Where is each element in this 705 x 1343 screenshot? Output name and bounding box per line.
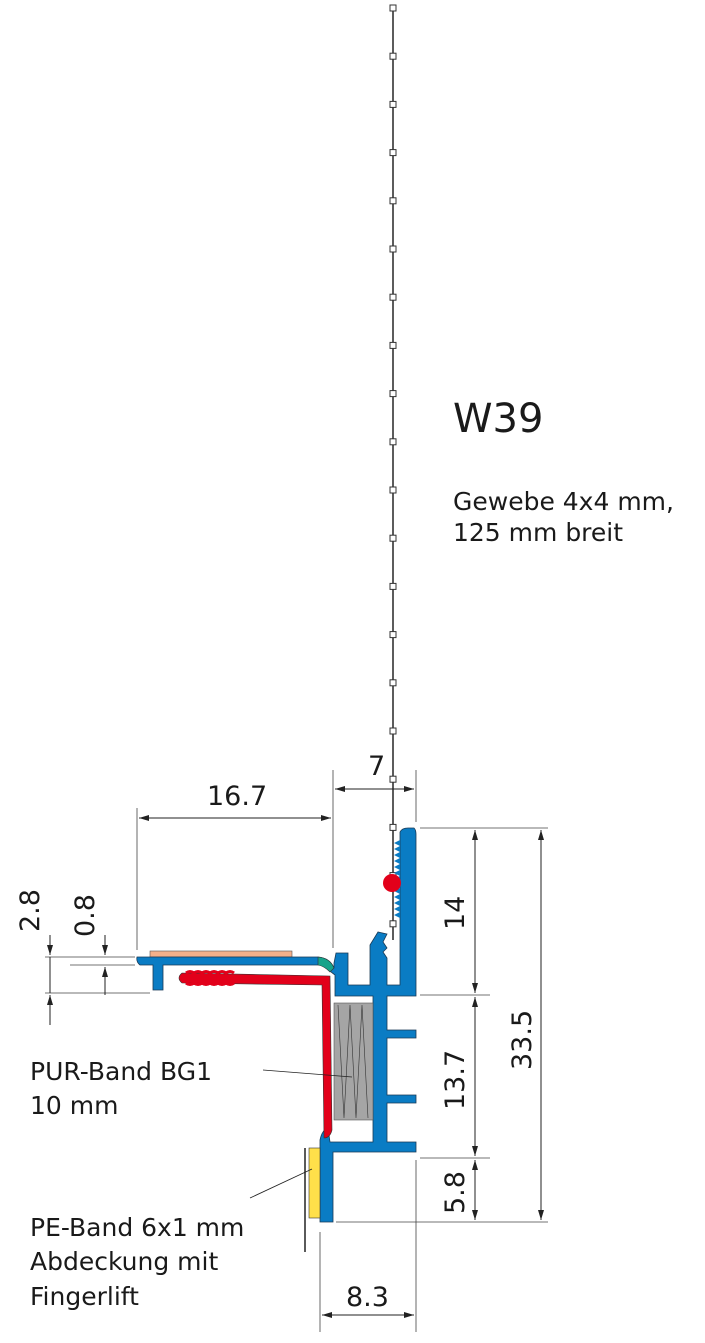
mesh-knot [389, 52, 397, 60]
dim-2-8: 2.8 [15, 889, 46, 932]
dimension-lines [47, 786, 544, 1318]
mesh-knot [389, 920, 397, 928]
mesh-knot [389, 197, 397, 205]
mesh-knot [389, 534, 397, 542]
mesh-knot [389, 341, 397, 349]
pur-band-foam [333, 1002, 374, 1121]
dim-0-8: 0.8 [70, 894, 101, 937]
dim-16-7: 16.7 [207, 781, 267, 812]
pe-leader [249, 1168, 313, 1199]
dim-8-3: 8.3 [346, 1282, 389, 1313]
pur-leader [262, 1069, 353, 1078]
mesh-knot [389, 293, 397, 301]
dim-33-5: 33.5 [507, 1010, 538, 1070]
mesh-knot [389, 727, 397, 735]
mesh-knot [389, 149, 397, 157]
pe-label-1: PE-Band 6x1 mm [30, 1213, 244, 1242]
mesh-knot [389, 438, 397, 446]
extension-lines [45, 770, 548, 1332]
mesh-knot [389, 823, 397, 831]
description-line-2: 125 mm breit [453, 518, 623, 547]
red-bead [383, 874, 401, 892]
red-strip [178, 972, 333, 1139]
aluminium-profile [136, 827, 417, 1223]
mesh-knot [389, 100, 397, 108]
pe-band [308, 1147, 321, 1219]
mesh-knot [389, 775, 397, 783]
dim-5-8: 5.8 [440, 1171, 471, 1214]
mesh-fabric [389, 4, 397, 940]
product-title: W39 [453, 396, 543, 442]
pur-label-2: 10 mm [30, 1091, 118, 1120]
cover-strip [149, 950, 293, 958]
pe-label-2: Abdeckung mit [30, 1247, 218, 1276]
pur-label-1: PUR-Band BG1 [30, 1057, 212, 1086]
dim-7: 7 [368, 751, 385, 782]
dim-13-7: 13.7 [440, 1050, 471, 1110]
mesh-knot [389, 631, 397, 639]
mesh-knot [389, 4, 397, 12]
mesh-knot [389, 582, 397, 590]
mesh-knot [389, 390, 397, 398]
pe-label-3: Fingerlift [30, 1282, 139, 1311]
mesh-knot [389, 486, 397, 494]
mesh-knot [389, 245, 397, 253]
joint-seal [317, 956, 335, 973]
mesh-knot [389, 679, 397, 687]
description-line-1: Gewebe 4x4 mm, [453, 487, 674, 516]
dim-14: 14 [440, 896, 471, 930]
